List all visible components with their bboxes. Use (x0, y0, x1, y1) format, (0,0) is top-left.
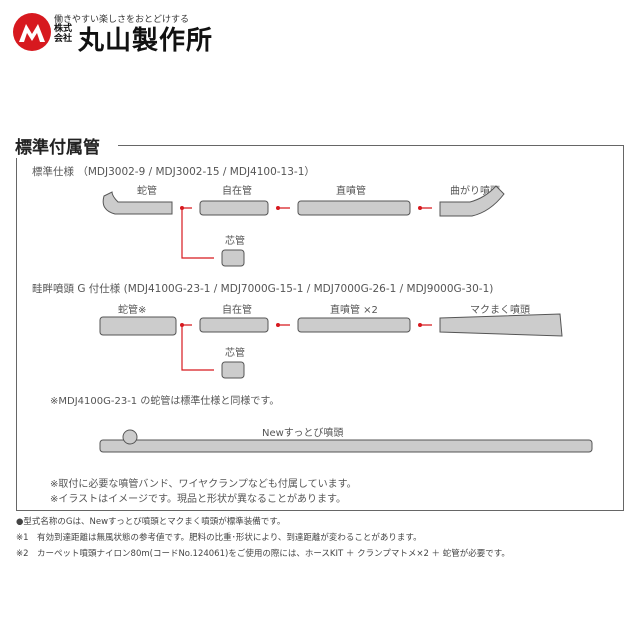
g-spec-note: ※MDJ4100G-23-1 の蛇管は標準仕様と同様です。 (50, 396, 280, 407)
label-makumaku: マクまく噴頭 (470, 305, 530, 316)
straight-pipe-g-icon (297, 317, 411, 333)
tagline: 働きやすい楽しさをおとどけする (54, 15, 190, 25)
section-title: 標準付属管 (15, 133, 106, 158)
hose-icon (102, 191, 173, 215)
new-nozzle-elbow-icon (122, 429, 138, 445)
label-core: 芯管 (225, 236, 245, 247)
company-logo-icon (13, 13, 51, 51)
label-new-nozzle: Newすっとび噴頭 (262, 428, 344, 439)
label-swivel-g: 自在管 (222, 305, 252, 316)
label-hose-g: 蛇管※ (118, 305, 147, 316)
makumaku-nozzle-icon (439, 313, 563, 337)
hose-g-icon (99, 316, 177, 336)
g-spec-title: 畦畔噴頭 G 付仕様 (MDJ4100G-23-1 / MDJ7000G-15-… (32, 283, 494, 295)
straight-pipe-icon (297, 200, 411, 216)
accessory-box (16, 145, 624, 511)
label-swivel: 自在管 (222, 186, 252, 197)
new-sutto-nozzle-icon (99, 439, 593, 453)
footnote-1: ●型式名称のGは、Newすっとび噴頭とマクまく噴頭が標準装備です。 (16, 517, 286, 527)
footnote-2: ※1 有効到達距離は無風状態の参考値です。肥料の比重･形状により、到達距離が変わ… (16, 533, 422, 543)
label-bent-nozzle: 曲がり噴頭 (450, 186, 500, 197)
kabushiki-label: 株式会社 (54, 24, 73, 44)
standard-spec-title: 標準仕様 （MDJ3002-9 / MDJ3002-15 / MDJ4100-1… (32, 166, 315, 178)
box-note-1: ※取付に必要な噴管バンド、ワイヤクランプなども付属しています。 (50, 479, 357, 490)
label-hose: 蛇管 (137, 186, 157, 197)
core-pipe-icon (221, 249, 245, 267)
swivel-pipe-icon (199, 200, 269, 216)
box-note-2: ※イラストはイメージです。現品と形状が異なることがあります。 (50, 494, 346, 505)
swivel-pipe-g-icon (199, 317, 269, 333)
core-pipe-g-icon (221, 361, 245, 379)
company-name: 丸山製作所 (78, 26, 214, 56)
label-straight-x2: 直噴管 ×2 (330, 305, 378, 316)
footnote-3: ※2 カーペット噴頭ナイロン80m(コードNo.124061)をご使用の際には、… (16, 549, 510, 559)
label-straight: 直噴管 (336, 186, 366, 197)
label-core-g: 芯管 (225, 348, 245, 359)
divider (118, 145, 623, 146)
bent-nozzle-icon (439, 185, 505, 217)
